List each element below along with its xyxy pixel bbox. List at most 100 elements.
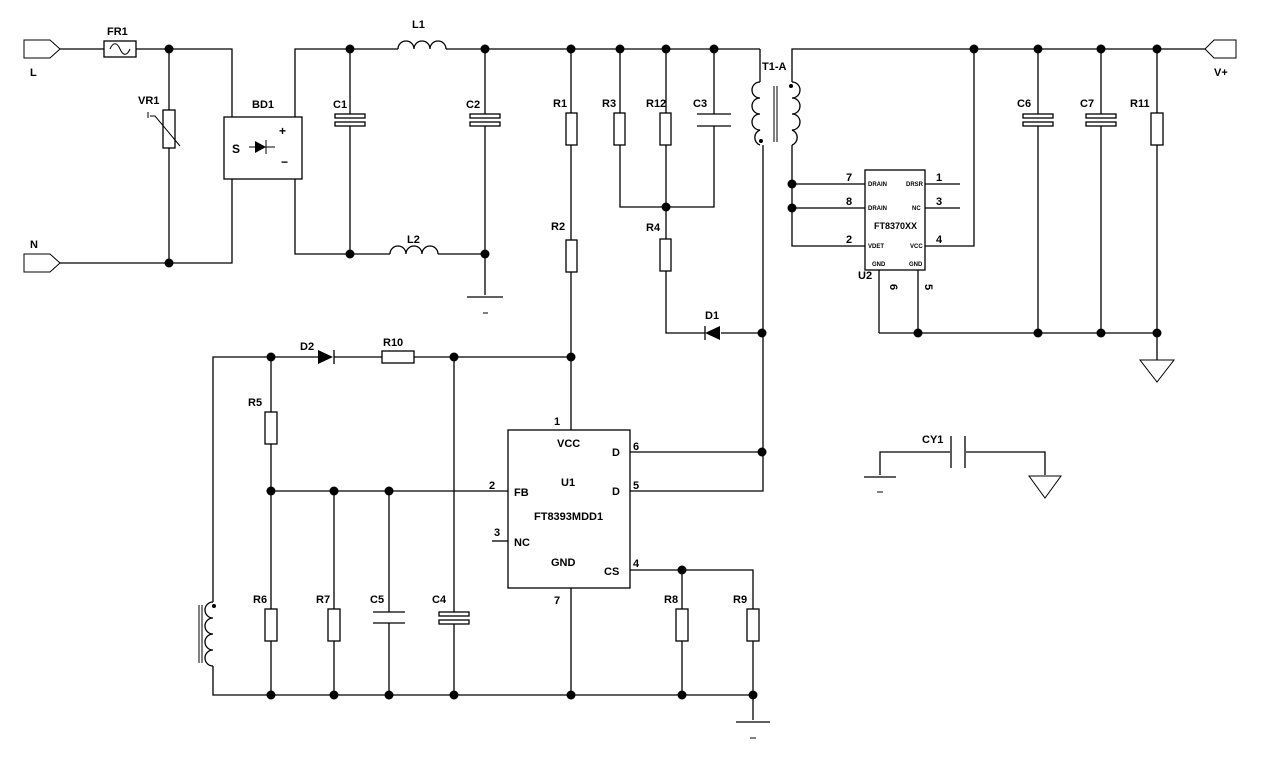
u2-pin-num-1: 1 [936,172,942,184]
c3-label: C3 [693,98,707,110]
u2-pin-drsr: DRSR [906,182,924,188]
capacitor-c1: C1 [333,99,366,127]
u2-pin-vdet: VDET [868,244,884,250]
u1-pin-cs: CS [604,566,619,578]
r10-label: R10 [383,337,403,349]
diode-d1: D1 [704,310,720,340]
u1-pin-num-3: 3 [494,527,500,539]
u2-pin-nc: NC [912,206,921,212]
port-icon [23,39,61,59]
capacitor-c2: C2 [466,99,501,127]
r1-label: R1 [553,98,567,110]
ic-u2: DRAIN DRAIN VDET GND DRSR NC VCC GND FT8… [846,169,943,290]
r6-label: R6 [253,594,267,606]
resistor-icon [381,350,415,364]
resistor-r7: R7 [316,594,341,642]
fr1-label: FR1 [107,26,128,38]
resistor-icon [327,608,341,642]
resistor-icon [264,411,278,445]
u2-ref-label: U2 [858,270,872,282]
u2-pin-gnd-right: GND [909,262,923,268]
u1-pin-num-5: 5 [633,480,639,492]
cy1-label: CY1 [922,434,943,446]
inductor-icon [389,245,439,255]
inductor-icon [397,40,447,50]
u1-pin-d6: D [612,447,620,459]
u2-pin-drain8: DRAIN [868,206,887,212]
r5-label: R5 [248,397,262,409]
capacitor-icon [1085,113,1117,119]
fuse-fr1: FR1 [103,26,137,58]
diode-icon [705,326,720,340]
d2-label: D2 [300,341,314,353]
resistor-r11: R11 [1130,98,1164,146]
port-vplus: V+ [1204,39,1237,79]
d1-label: D1 [705,310,719,322]
r4-label: R4 [646,222,661,234]
c4-label: C4 [432,594,447,606]
port-icon [23,253,61,273]
capacitor-c3: C3 [693,98,731,127]
r2-label: R2 [551,221,565,233]
u1-pin-num-1: 1 [554,416,560,428]
ground-symbol-primary [736,721,770,739]
vr1-label: VR1 [138,95,159,107]
c7-label: C7 [1080,98,1094,110]
port-icon [1204,39,1237,59]
port-l-label: L [30,67,37,79]
resistor-r10: R10 [381,337,415,364]
varistor-vr1: VR1 [138,95,181,149]
u1-pin-num-4: 4 [633,558,640,570]
resistor-r12: R12 [646,98,672,146]
t1a-label: T1-A [762,61,787,73]
capacitor-c4: C4 [432,594,470,625]
u2-pin-num-2: 2 [846,234,852,246]
bd1-plus: + [279,124,286,138]
diode-icon [318,350,333,364]
diode-d2: D2 [300,341,335,364]
resistor-icon [675,608,689,642]
bd1-minus: − [281,155,288,169]
bd1-label: BD1 [252,99,274,111]
u2-pin-num-5: 5 [922,284,934,290]
u2-pin-num-8: 8 [846,196,852,208]
u1-pin-num-7: 7 [554,595,560,607]
resistor-r8: R8 [664,594,689,642]
port-vplus-label: V+ [1214,67,1228,79]
bd1-ac-symbol: S [232,142,240,156]
r8-label: R8 [664,594,678,606]
ground-symbol-c2 [467,296,503,314]
c2-label: C2 [466,99,480,111]
resistor-icon [613,112,626,146]
resistor-icon [659,238,672,272]
capacitor-icon [438,611,470,617]
u2-pin-num-7: 7 [846,172,852,184]
u2-pin-vcc: VCC [910,244,923,250]
inductor-l2: L2 [389,234,439,255]
port-n: N [23,239,61,273]
c6-label: C6 [1017,98,1031,110]
capacitor-icon [1022,113,1054,119]
capacitor-icon [334,113,366,119]
u1-pin-fb: FB [514,487,529,499]
capacitor-c6: C6 [1017,98,1054,127]
resistor-icon [659,112,672,146]
u2-pin-num-3: 3 [936,196,942,208]
resistor-r6: R6 [253,594,278,642]
u2-pin-num-4: 4 [936,234,943,246]
transformer-t1a: T1-A [751,61,801,146]
u1-pin-num-2: 2 [489,480,495,492]
chassis-ground-icon [1028,475,1062,499]
capacitor-c5: C5 [370,594,405,624]
resistor-icon [565,112,578,146]
u2-pin-gnd-left: GND [872,262,886,268]
transformer-icon [751,81,761,146]
aux-winding [198,601,216,667]
inductor-l1: L1 [397,19,447,50]
capacitor-icon [469,113,501,119]
resistor-icon [1150,112,1164,146]
resistor-icon [746,608,760,642]
c1-label: C1 [333,99,347,111]
chassis-ground-icon [1138,359,1176,383]
